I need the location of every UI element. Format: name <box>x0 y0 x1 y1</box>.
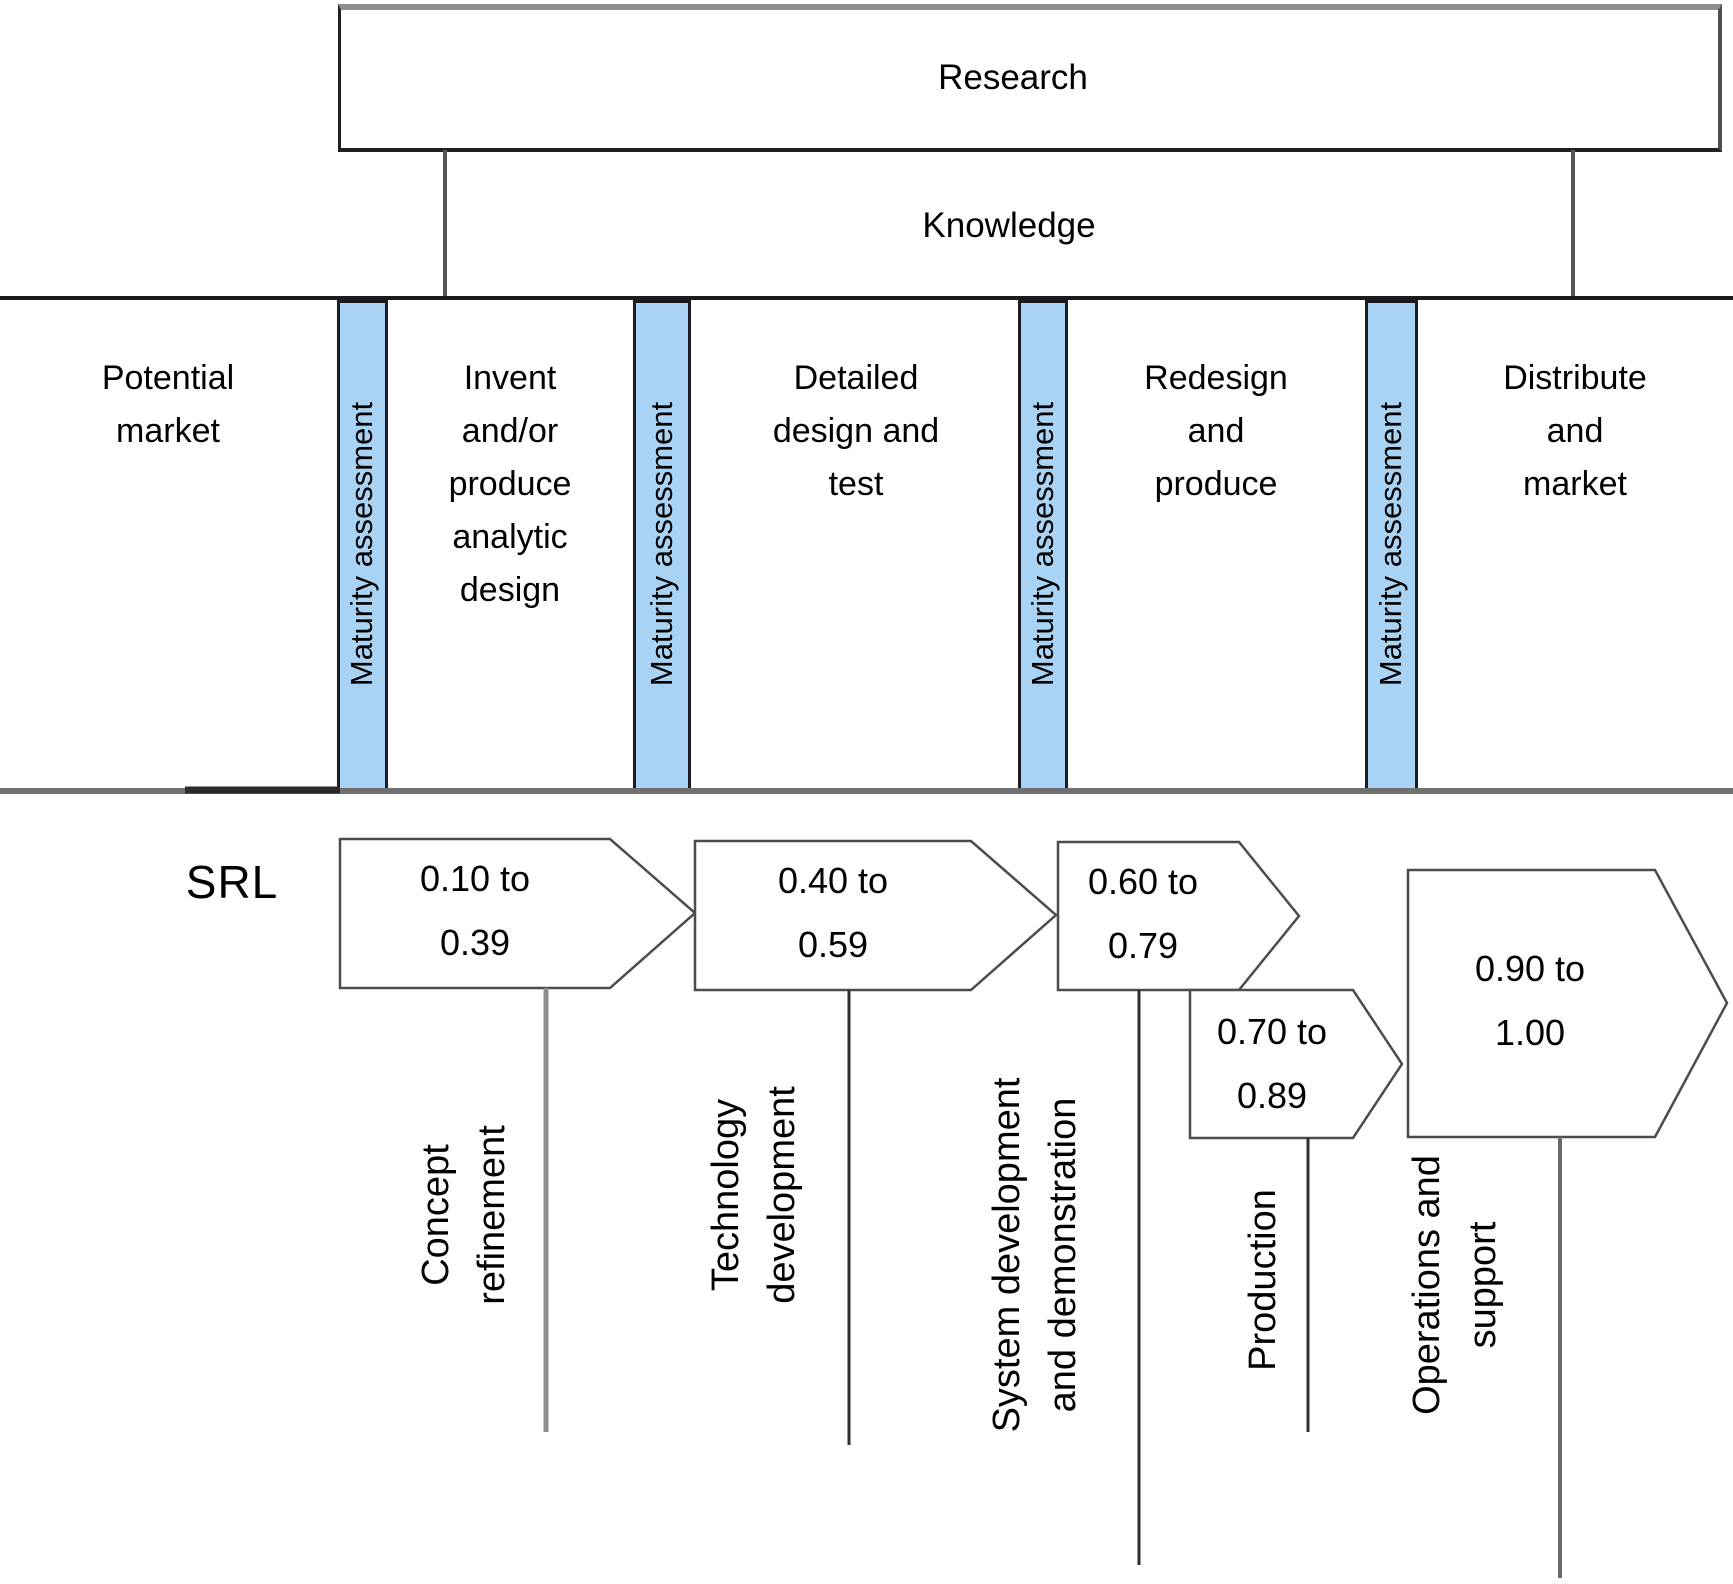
phase-label-system-development: System development and demonstration <box>986 1077 1084 1433</box>
srl-arrow-2 <box>693 839 1058 992</box>
maturity-bar-1 <box>337 300 388 791</box>
stage-label-distribute: Distribute and market <box>1503 359 1647 503</box>
research-box <box>338 4 1722 152</box>
phase-label-concept-refinement: Concept refinement <box>415 1125 513 1305</box>
phase-label-technology-development: Technology development <box>705 1086 803 1304</box>
phase-label-production: Production <box>1242 1189 1284 1371</box>
knowledge-label: Knowledge <box>922 206 1096 245</box>
stage-label-invent: Invent and/or produce analytic design <box>448 359 572 609</box>
research-label: Research <box>938 58 1088 97</box>
srl-range-5: 0.90 to 1.00 <box>1474 948 1586 1053</box>
stage-label-detailed-design: Detailed design and test <box>772 359 940 503</box>
maturity-label-3: Maturity assessment <box>1025 401 1060 687</box>
maturity-bar-4 <box>1365 300 1418 791</box>
srl-arrow-5 <box>1406 868 1729 1139</box>
stage-label-redesign: Redesign and produce <box>1144 359 1288 503</box>
srl-arrow-4 <box>1188 988 1404 1140</box>
srl-range-1: 0.10 to 0.39 <box>419 858 531 963</box>
stage-label-potential-market: Potential market <box>101 359 235 450</box>
maturity-label-1: Maturity assessment <box>344 401 379 687</box>
maturity-label-4: Maturity assessment <box>1373 401 1408 687</box>
srl-arrow-1 <box>338 837 697 990</box>
maturity-bar-2 <box>633 300 691 791</box>
srl-axis-label: SRL <box>185 856 279 908</box>
srl-range-2: 0.40 to 0.59 <box>777 860 889 965</box>
srl-arrow-3 <box>1056 840 1301 992</box>
srl-range-3: 0.60 to 0.79 <box>1087 861 1199 966</box>
srl-range-4: 0.70 to 0.89 <box>1216 1011 1328 1116</box>
phase-label-operations-support: Operations and support <box>1406 1155 1504 1415</box>
maturity-label-2: Maturity assessment <box>644 401 679 687</box>
